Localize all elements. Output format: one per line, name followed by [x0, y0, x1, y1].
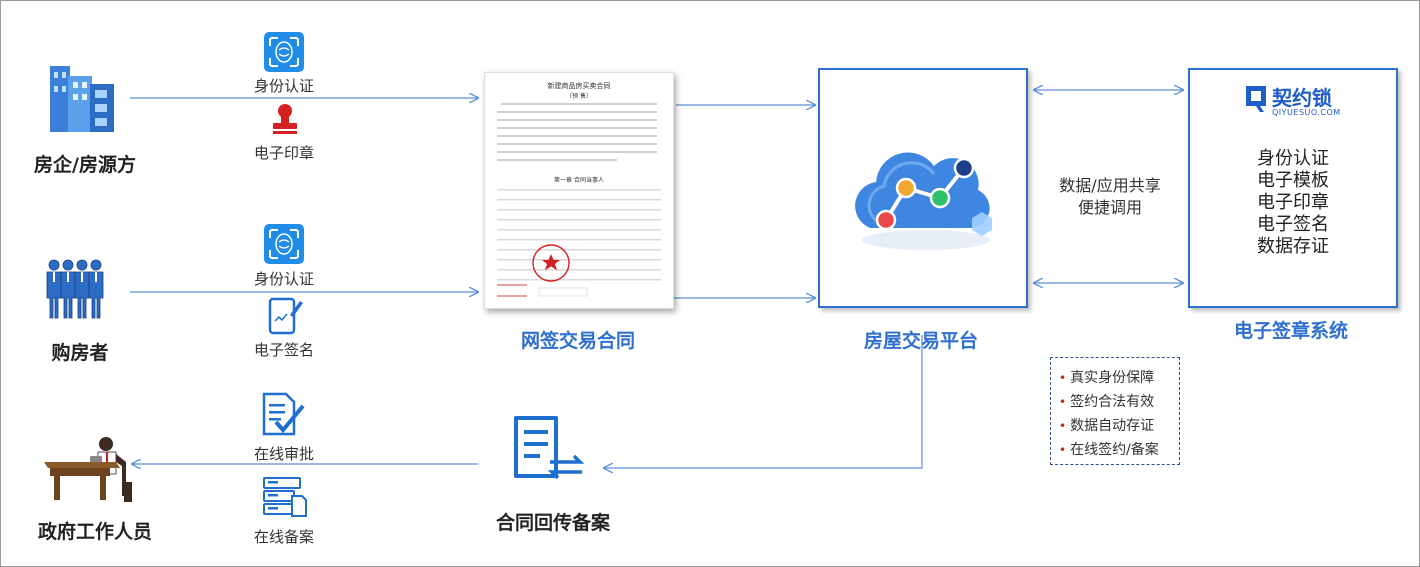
filing-label: 在线备案: [253, 528, 314, 546]
face-scan-icon-2: [264, 224, 304, 264]
benefit-item: •在线签约/备案: [1059, 442, 1159, 458]
esign-feature-list: 身份认证 电子模板 电子印章 电子签名 数据存证: [1190, 148, 1396, 258]
feature-identity: 身份认证: [1257, 148, 1329, 169]
node-return-label: 合同回传备案: [495, 512, 610, 534]
share-line-1: 数据/应用共享: [1059, 176, 1161, 195]
actor-buyer-label: 购房者: [51, 342, 109, 364]
benefit-item: •真实身份保障: [1059, 370, 1155, 386]
actor-developer-label: 房企/房源方: [34, 154, 136, 176]
share-text: 数据/应用共享 便捷调用: [1040, 175, 1180, 219]
contract-doc-section: 第一章 合同当事人: [554, 177, 604, 184]
platform-box: [818, 68, 1028, 308]
node-contract-label: 网签交易合同: [520, 330, 635, 352]
stamp-icon: [273, 104, 297, 134]
cloud-network-icon: [855, 152, 992, 250]
feature-seal: 电子印章: [1257, 192, 1329, 213]
esign-system-box: 契约锁 QIYUESUO.COM 身份认证 电子模板 电子印章 电子签名 数据存…: [1188, 68, 1398, 308]
buyers-group-icon: [46, 259, 104, 319]
node-platform-label: 房屋交易平台: [863, 330, 978, 352]
filing-server-icon: [263, 477, 307, 517]
node-esign-label: 电子签章系统: [1233, 320, 1348, 342]
feature-template: 电子模板: [1257, 170, 1329, 191]
logo-brand-text: 契约锁: [1272, 86, 1332, 110]
benefits-box: •真实身份保障 •签约合法有效 •数据自动存证 •在线签约/备案: [1050, 357, 1180, 465]
building-icon: [50, 66, 114, 132]
arrow-platform-to-return: [604, 335, 923, 468]
identity-label-buyer: 身份认证: [253, 270, 314, 288]
contract-document: 新建商品房买卖合同 （预 售） 第一章 合同当事人: [484, 72, 674, 309]
logo-q-icon: [1246, 86, 1266, 112]
approval-doc-icon: [262, 392, 305, 436]
benefit-item: •签约合法有效: [1059, 394, 1155, 410]
approval-label: 在线审批: [253, 445, 314, 463]
seal-label: 电子印章: [253, 144, 314, 162]
identity-label-developer: 身份认证: [253, 77, 314, 95]
contract-return-icon: [514, 416, 585, 480]
signature-label: 电子签名: [253, 341, 314, 359]
face-scan-icon: [264, 32, 304, 72]
contract-doc-subtitle: （预 售）: [566, 93, 592, 100]
tablet-sign-icon: [268, 297, 303, 335]
contract-text-lines: [497, 103, 661, 297]
qiyuesuo-logo: 契约锁 QIYUESUO.COM: [1242, 82, 1362, 122]
government-desk-icon: [44, 437, 132, 502]
actor-government-label: 政府工作人员: [37, 521, 152, 543]
contract-doc-title: 新建商品房买卖合同: [547, 82, 611, 90]
share-line-2: 便捷调用: [1077, 198, 1142, 217]
logo-url-text: QIYUESUO.COM: [1272, 108, 1341, 117]
feature-evidence: 数据存证: [1257, 236, 1329, 257]
feature-signature: 电子签名: [1257, 214, 1329, 235]
benefit-item: •数据自动存证: [1059, 418, 1155, 434]
